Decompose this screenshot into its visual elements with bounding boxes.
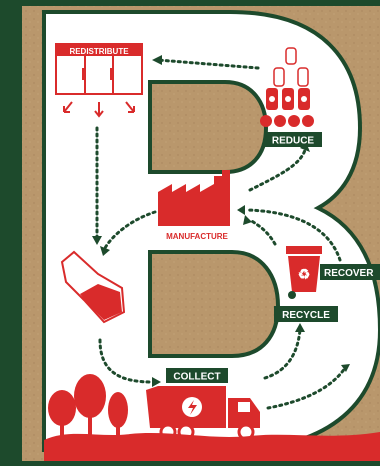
reduce-label: REDUCE (272, 136, 315, 147)
collect-label: COLLECT (173, 372, 220, 383)
letter-b-lower-counter (150, 252, 278, 356)
letter-b-upper-counter (150, 82, 266, 172)
recycle-label: RECYCLE (282, 310, 330, 321)
redistribute-label: REDISTRIBUTE (69, 47, 129, 56)
recover-label: RECOVER (324, 268, 374, 279)
manufacture-label: MANUFACTURE (166, 232, 228, 241)
svg-text:♻: ♻ (298, 266, 311, 282)
